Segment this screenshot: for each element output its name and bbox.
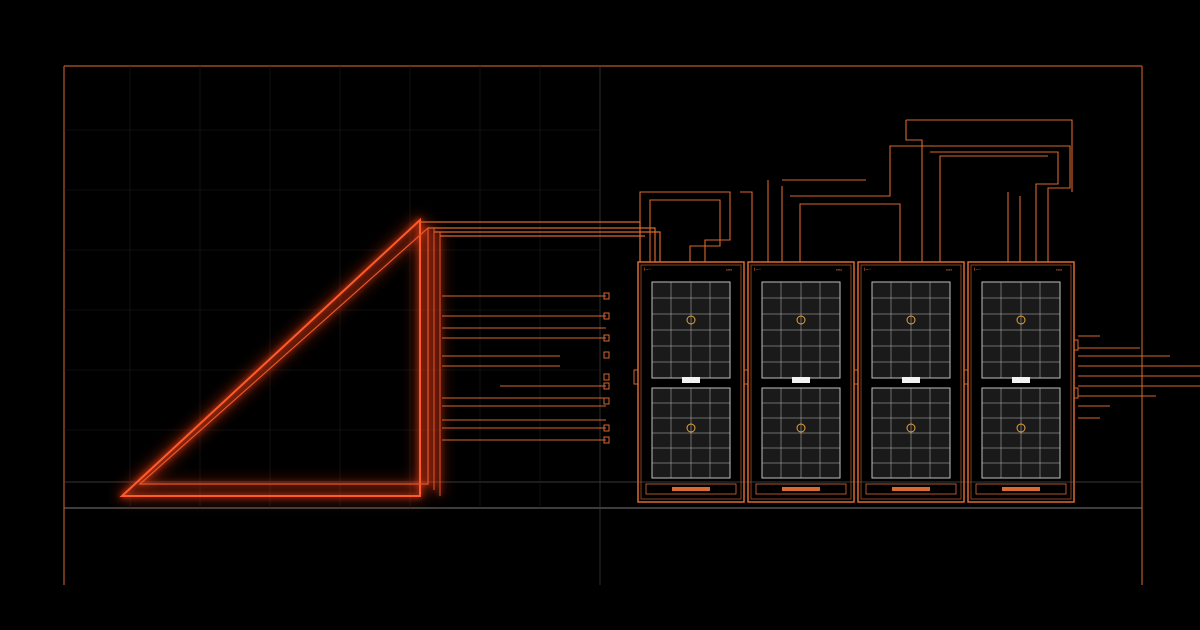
branch-wires-left xyxy=(442,295,606,441)
overhead-routing xyxy=(639,119,1073,262)
server-cabinet-1: Ⅰ—◦ ▭▭ xyxy=(637,261,745,503)
svg-text:▭▭: ▭▭ xyxy=(1056,267,1062,273)
server-cabinet-2: Ⅰ—◦ ▭▭ xyxy=(747,261,855,503)
drawing-frame xyxy=(63,65,1143,585)
svg-text:▭▭: ▭▭ xyxy=(726,267,732,273)
cabinet-side-connectors xyxy=(633,339,1079,399)
server-cabinet-3: Ⅰ—◦ ▭▭ xyxy=(857,261,965,503)
glowing-wedge-conduit xyxy=(119,217,441,497)
terminal-blocks-left xyxy=(603,292,610,444)
svg-text:Ⅰ—◦: Ⅰ—◦ xyxy=(644,267,652,273)
svg-text:▭▭: ▭▭ xyxy=(836,267,842,273)
svg-text:Ⅰ—◦: Ⅰ—◦ xyxy=(864,267,872,273)
svg-text:▭▭: ▭▭ xyxy=(946,267,952,273)
background-grid xyxy=(64,66,600,508)
server-cabinet-4: Ⅰ—◦ ▭▭ xyxy=(967,261,1075,503)
branch-wires-right xyxy=(1078,335,1200,419)
svg-text:Ⅰ—◦: Ⅰ—◦ xyxy=(754,267,762,273)
svg-text:Ⅰ—◦: Ⅰ—◦ xyxy=(974,267,982,273)
